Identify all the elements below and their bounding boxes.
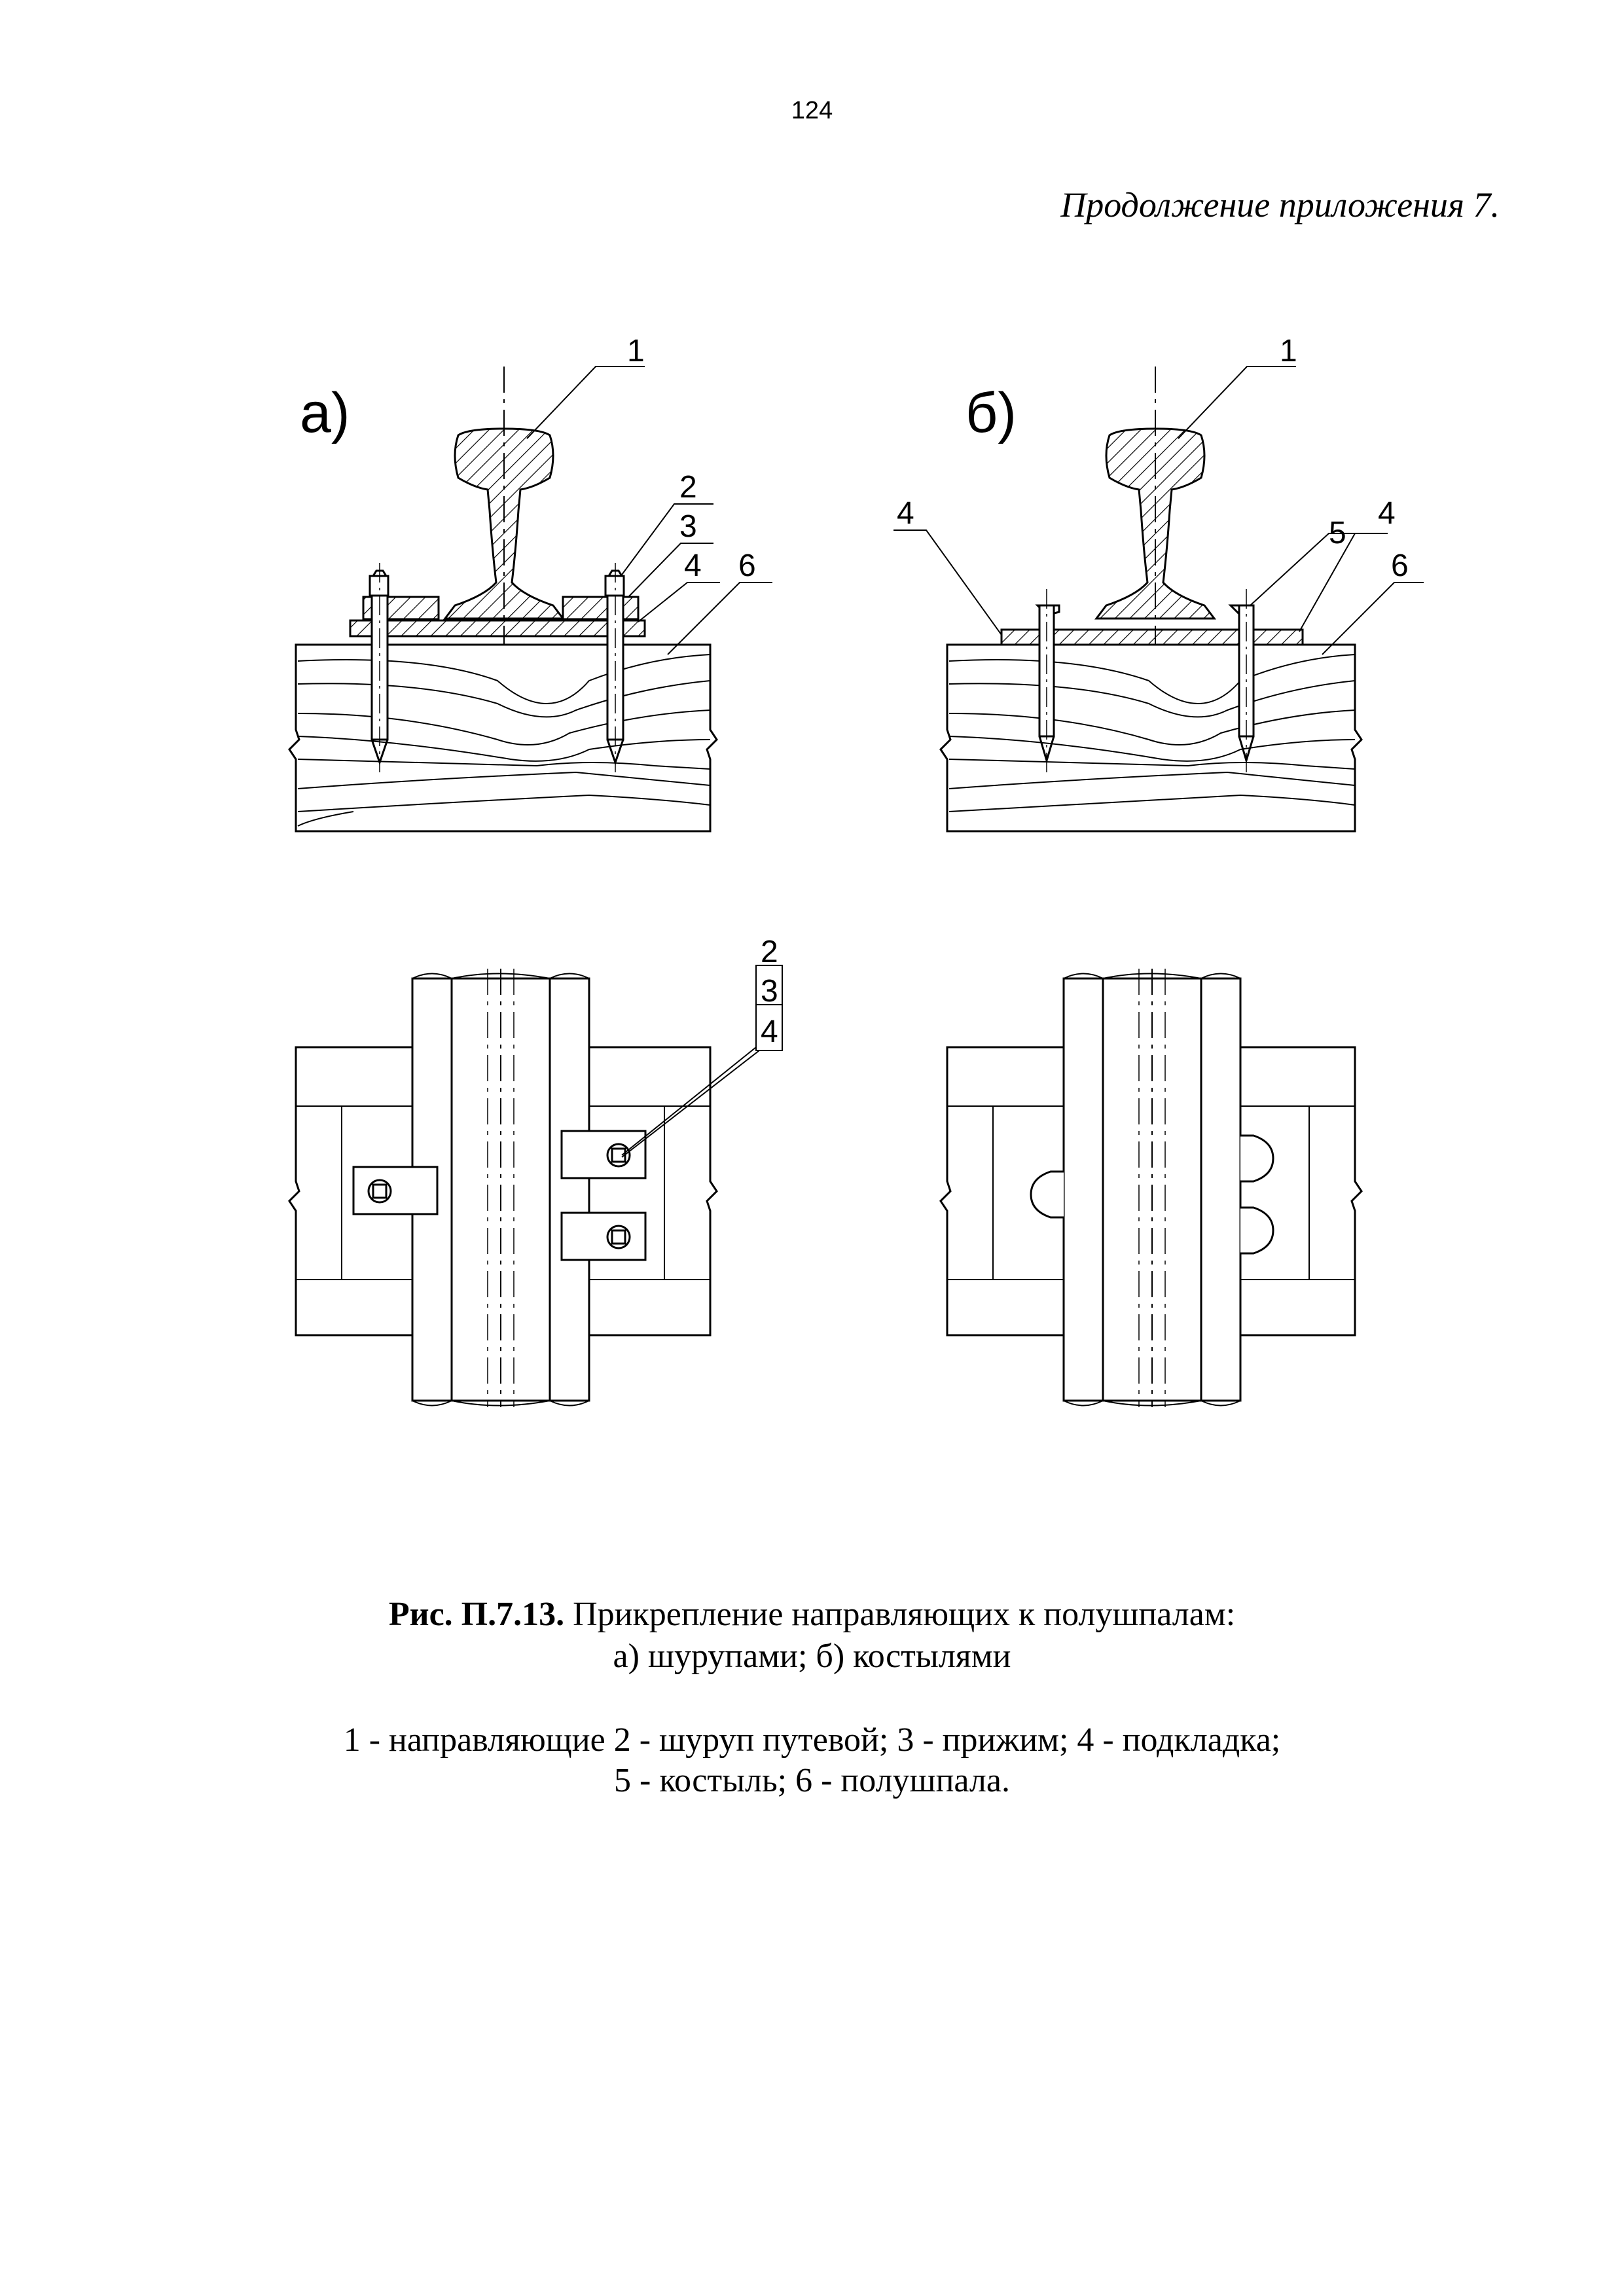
- label-panel-b: б): [965, 382, 1017, 444]
- callout-a-3: 3: [679, 509, 697, 544]
- callout-b-6: 6: [1391, 548, 1409, 583]
- clamp-plan-a-right-top: [560, 1130, 647, 1179]
- panel-a-callouts: а) 1 2 3 4 6: [300, 334, 756, 583]
- base-plate-a: [349, 619, 646, 637]
- callout-plan-4: 4: [761, 1014, 778, 1049]
- callout-b-4-right: 4: [1378, 496, 1396, 531]
- running-head: Продолжение приложения 7.: [1060, 185, 1500, 224]
- page-number: 124: [791, 97, 833, 124]
- callout-a-1: 1: [627, 334, 645, 368]
- spike-b-left: [1035, 589, 1060, 772]
- clamp-a-right: [562, 596, 640, 620]
- figure-ref: Рис. П.7.13.: [388, 1596, 565, 1633]
- screw-a-left: [369, 563, 389, 772]
- clamp-plan-a-left: [352, 1166, 439, 1215]
- callout-b-1: 1: [1280, 334, 1297, 368]
- figure-legend-line1: 1 - направляющие 2 - шуруп путевой; 3 - …: [343, 1721, 1281, 1759]
- callout-plan-3: 3: [761, 974, 778, 1009]
- figure-legend-line2: 5 - костыль; 6 - полушпала.: [614, 1762, 1010, 1799]
- panel-a-plan-callouts: 2 3 4: [761, 935, 778, 1049]
- spike-b-right: [1228, 589, 1255, 772]
- panel-a-section: [288, 366, 772, 833]
- spike-head-b-right-bottom: [1240, 1206, 1274, 1255]
- figure-title: Прикрепление направляющих к полушпалам:: [573, 1596, 1236, 1633]
- rail-a: [443, 427, 565, 620]
- callout-a-6: 6: [738, 548, 756, 583]
- rail-b: [1094, 427, 1216, 620]
- panel-b-callouts: б) 1 4 5 4 6: [897, 334, 1409, 583]
- callout-plan-2: 2: [761, 935, 778, 969]
- panel-b-plan: [939, 969, 1363, 1407]
- spike-head-b-left: [1030, 1170, 1064, 1219]
- callout-a-2: 2: [679, 470, 697, 505]
- callout-b-5: 5: [1329, 516, 1346, 550]
- figure-caption-line1: Рис. П.7.13. Прикрепление направляющих к…: [0, 1594, 1624, 1635]
- clamp-plan-a-right-bottom: [560, 1211, 647, 1261]
- figure-caption-line2: а) шурупами; б) костылями: [613, 1638, 1011, 1675]
- panel-a-plan: [288, 965, 783, 1407]
- callout-a-4: 4: [684, 548, 702, 583]
- spike-head-b-right-top: [1240, 1134, 1274, 1183]
- figure-drawing: а) 1 2 3 4 6: [288, 334, 1424, 1407]
- panel-b-section: [893, 366, 1424, 833]
- callout-b-4-left: 4: [897, 496, 914, 531]
- label-panel-a: а): [300, 382, 350, 444]
- sleeper-a: [288, 643, 718, 833]
- screw-a-right: [604, 563, 625, 772]
- sleeper-b: [939, 643, 1363, 833]
